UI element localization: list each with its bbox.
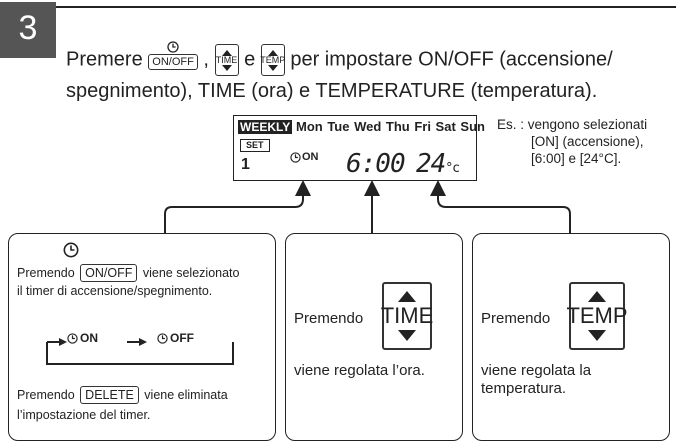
- lcd-temperature: 24°c: [416, 149, 460, 179]
- temp-post-1: viene regolata la: [481, 362, 592, 379]
- down-arrow-icon: [588, 330, 606, 341]
- clock-icon: [157, 332, 168, 344]
- panel-temp: Premendo TEMP viene regolata la temperat…: [472, 233, 670, 441]
- down-arrow-icon: [267, 64, 278, 71]
- time-key-icon: TIME: [214, 44, 239, 76]
- temp-key-icon: TEMP: [566, 282, 628, 350]
- time-key-icon: TIME: [380, 282, 434, 350]
- lcd-set-label: SET: [240, 139, 270, 152]
- clock-icon: [167, 40, 179, 53]
- instruction-line-1: Premere ON/OFF , TIME e TEMP per imposta…: [66, 40, 671, 76]
- temp-key-label: TEMP: [566, 303, 628, 328]
- delete-post: viene eliminata: [144, 388, 228, 402]
- up-arrow-icon: [267, 49, 278, 56]
- delete-key: DELETE: [80, 386, 139, 404]
- lcd-display: WEEKLY Mon Tue Wed Thu Fri Sat Sun SET 1…: [233, 115, 485, 181]
- example-line-3: [6:00] e [24°C].: [531, 151, 622, 166]
- step-badge: 3: [0, 2, 56, 58]
- onoff-key-icon: ON/OFF: [148, 40, 198, 70]
- lcd-program-number: 1: [241, 156, 250, 173]
- up-arrow-icon: [588, 291, 606, 302]
- lcd-on-indicator: ON: [290, 151, 319, 163]
- temp-key-icon: TEMP: [260, 44, 286, 76]
- temp-post-2: temperatura.: [481, 380, 567, 397]
- instruction-prefix: Premere: [66, 48, 143, 71]
- delete-description: Premendo DELETE viene eliminata: [17, 386, 228, 404]
- up-arrow-icon: [398, 291, 416, 302]
- lcd-temp-unit: °c: [445, 161, 460, 176]
- time-pre: Premendo: [294, 310, 364, 327]
- onoff-description-line-2: il timer di accensione/spegnimento.: [17, 284, 213, 298]
- onoff-post: viene selezionato: [142, 266, 240, 280]
- clock-icon: [67, 332, 78, 344]
- onoff-cycle-diagram: [46, 338, 234, 365]
- delete-description-line-2: l’impostazione del timer.: [17, 408, 151, 422]
- instruction-and: e: [244, 48, 256, 71]
- arrow-onoff: [164, 180, 311, 234]
- instruction-suffix: per impostare ON/OFF (accensione/: [290, 48, 613, 71]
- onoff-description: Premendo ON/OFF viene selezionato: [17, 264, 239, 282]
- down-arrow-icon: [221, 64, 232, 71]
- clock-icon: [63, 242, 79, 258]
- temp-key-label: TEMP: [260, 54, 286, 65]
- cycle-on-text: ON: [80, 331, 98, 345]
- arrow-temp: [430, 180, 571, 234]
- lcd-on-text: ON: [302, 151, 319, 163]
- time-key-label: TIME: [380, 303, 434, 328]
- cycle-off-text: OFF: [170, 331, 194, 345]
- panel-onoff: Premendo ON/OFF viene selezionato il tim…: [8, 233, 276, 441]
- onoff-key: ON/OFF: [80, 264, 138, 282]
- lcd-weekly-label: WEEKLY: [238, 120, 293, 134]
- cycle-off: OFF: [157, 331, 194, 345]
- time-post: viene regolata l’ora.: [294, 362, 425, 379]
- lcd-days: Mon Tue Wed Thu Fri Sat Sun: [296, 119, 485, 134]
- example-line-1: Es. : vengono selezionati: [497, 117, 648, 132]
- panel-time: Premendo TIME viene regolata l’ora.: [285, 233, 463, 441]
- down-arrow-icon: [398, 330, 416, 341]
- instruction: Premere ON/OFF , TIME e TEMP per imposta…: [66, 40, 671, 76]
- instruction-separator: ,: [203, 48, 209, 71]
- example-line-2: [ON] (accensione),: [531, 134, 644, 149]
- onoff-key-label: ON/OFF: [148, 53, 198, 70]
- delete-pre: Premendo: [17, 388, 75, 402]
- instruction-line-2: spegnimento), TIME (ora) e TEMPERATURE (…: [66, 80, 598, 102]
- up-arrow-icon: [221, 49, 232, 56]
- header-rule: [20, 6, 676, 8]
- clock-icon: [290, 151, 301, 163]
- time-key-label: TIME: [215, 54, 238, 65]
- onoff-pre: Premendo: [17, 266, 75, 280]
- cycle-on: ON: [67, 331, 98, 345]
- lcd-temp-value: 24: [416, 149, 446, 179]
- lcd-time: 6:00: [346, 149, 406, 179]
- example-note: Es. : vengono selezionati [ON] (accensio…: [497, 116, 647, 167]
- temp-pre: Premendo: [481, 310, 551, 327]
